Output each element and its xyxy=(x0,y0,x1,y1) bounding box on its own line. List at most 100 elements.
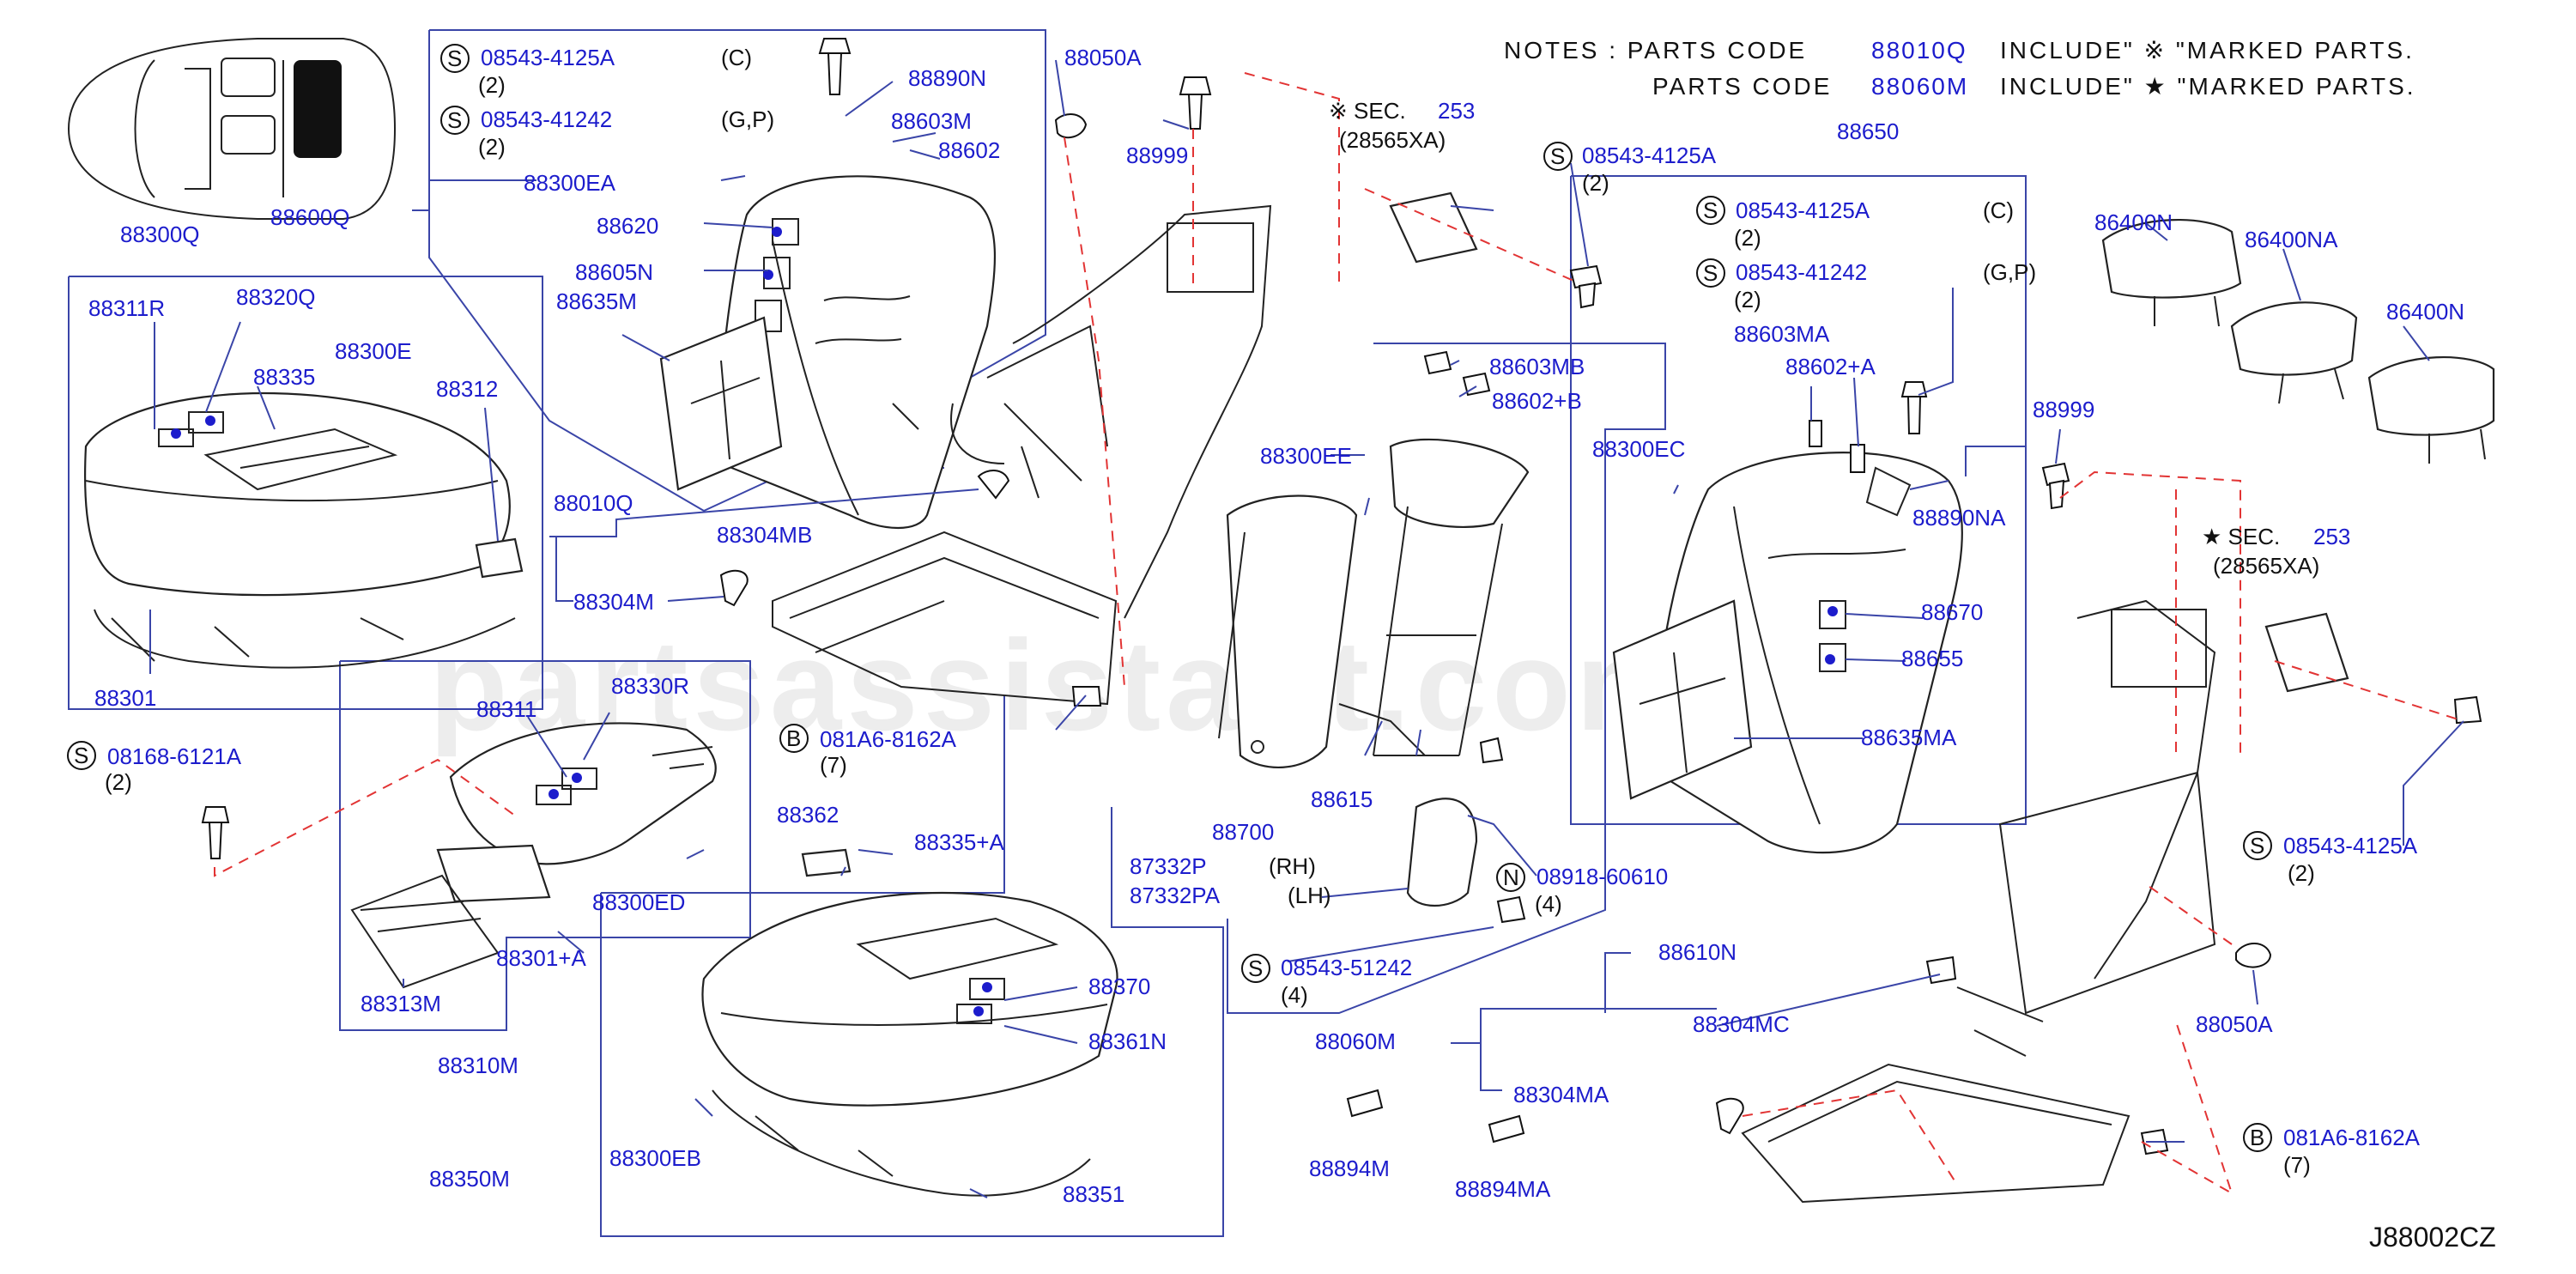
label-88300E: 88300E xyxy=(335,338,412,364)
label-08543-41242: 08543-41242 xyxy=(1736,259,1867,285)
label-sec-sub: (28565XA) xyxy=(2213,553,2319,579)
s-marker: S xyxy=(1703,260,1718,286)
label-sec: ★ SEC. xyxy=(2202,524,2280,549)
label-88304M: 88304M xyxy=(573,589,654,615)
label-88700: 88700 xyxy=(1212,819,1274,845)
assembly-lines xyxy=(214,72,2464,1196)
label-88300EA: 88300EA xyxy=(524,170,616,196)
label-variant: (G,P) xyxy=(721,106,774,132)
label-qty: (2) xyxy=(478,72,506,98)
label-88010Q: 88010Q xyxy=(554,490,633,516)
label-86400NA: 86400NA xyxy=(2245,227,2338,252)
label-88602: 88602 xyxy=(938,137,1000,163)
label-88370: 88370 xyxy=(1088,974,1150,999)
notes-line1-code: 88010Q xyxy=(1871,37,1967,64)
notes-line1-prefix: NOTES : PARTS CODE xyxy=(1504,37,1807,64)
label-88603MA: 88603MA xyxy=(1734,321,1830,347)
label-88300EC: 88300EC xyxy=(1592,436,1685,462)
label-081A6-8162A: 081A6-8162A xyxy=(2283,1125,2421,1150)
s-marker: S xyxy=(2250,833,2264,858)
label-87332PA: 87332PA xyxy=(1130,883,1221,908)
seat-frame-left xyxy=(772,204,1272,706)
seatback-cover-right xyxy=(1612,452,1963,854)
label-sec-num: 253 xyxy=(1438,98,1475,124)
label-88999: 88999 xyxy=(1126,143,1188,168)
label-88313M: 88313M xyxy=(361,991,441,1016)
label-88304MB: 88304MB xyxy=(717,522,812,548)
label-88350M: 88350M xyxy=(429,1166,510,1192)
label-variant: (G,P) xyxy=(1983,259,2036,285)
label-88999: 88999 xyxy=(2033,397,2094,422)
notes-line2-prefix: PARTS CODE xyxy=(1652,73,1832,100)
armrest-88700 xyxy=(1218,494,1358,768)
label-88304MC: 88304MC xyxy=(1693,1011,1790,1037)
label-08168-6121A: 08168-6121A xyxy=(107,743,242,769)
label-qty: (7) xyxy=(2283,1152,2311,1178)
leader-lines xyxy=(149,59,2464,1198)
seatback-cover-part xyxy=(659,175,997,529)
label-88894M: 88894M xyxy=(1309,1156,1390,1181)
label-08543-4125A: 08543-4125A xyxy=(481,45,615,70)
label-qty: (2) xyxy=(1734,287,1761,312)
control-modules xyxy=(1389,191,2349,693)
label-88890NA: 88890NA xyxy=(1912,505,2006,531)
label-88894MA: 88894MA xyxy=(1455,1176,1551,1202)
label-88335: 88335 xyxy=(253,364,315,390)
label-qty: (4) xyxy=(1281,982,1308,1008)
label-08543-51242: 08543-51242 xyxy=(1281,955,1412,980)
seat-cushion-88350M xyxy=(701,848,1118,1197)
label-88301A: 88301+A xyxy=(496,945,586,971)
seat-insert-88311 xyxy=(350,722,717,989)
s-marker: S xyxy=(1248,956,1263,981)
label-88310M: 88310M xyxy=(438,1053,518,1078)
label-88312: 88312 xyxy=(436,376,498,402)
s-marker: S xyxy=(447,46,462,71)
label-88635M: 88635M xyxy=(556,288,637,314)
car-topview-icon xyxy=(67,38,397,220)
n-marker: N xyxy=(1503,864,1519,890)
notes-line2-code: 88060M xyxy=(1871,73,1968,100)
label-88300EB: 88300EB xyxy=(609,1145,701,1171)
label-lh: (LH) xyxy=(1288,883,1331,908)
frame-88610N xyxy=(1338,438,1530,907)
notes-line1-suffix: INCLUDE" ※ "MARKED PARTS. xyxy=(2000,37,2415,64)
label-08918-60610: 08918-60610 xyxy=(1537,864,1668,889)
label-08543-4125A: 08543-4125A xyxy=(2283,833,2418,858)
label-88311: 88311 xyxy=(476,696,536,722)
label-08543-4125A: 08543-4125A xyxy=(1736,197,1870,223)
label-88655: 88655 xyxy=(1901,646,1963,671)
label-qty: (2) xyxy=(1734,225,1761,251)
notes-line2-suffix: INCLUDE" ★ "MARKED PARTS. xyxy=(2000,73,2416,100)
label-08543-4125A: 08543-4125A xyxy=(1582,143,1717,168)
label-08543-41242: 08543-41242 xyxy=(481,106,612,132)
label-88301: 88301 xyxy=(94,685,156,711)
markers: S S S B S N S S S S B xyxy=(67,44,2272,1152)
s-marker: S xyxy=(1703,197,1718,223)
label-88311R: 88311R xyxy=(88,295,165,321)
label-qty: (2) xyxy=(478,134,506,160)
s-marker: S xyxy=(74,743,88,768)
label-88300EE: 88300EE xyxy=(1260,443,1352,469)
label-86400N: 86400N xyxy=(2386,299,2464,325)
label-sec: ※ SEC. xyxy=(1329,98,1406,124)
label-variant: (C) xyxy=(1983,197,2014,223)
label-variant: (C) xyxy=(721,45,752,70)
label-88600Q: 88600Q xyxy=(270,204,350,230)
label-88060M: 88060M xyxy=(1315,1028,1396,1054)
label-88615: 88615 xyxy=(1311,786,1373,812)
label-88050A: 88050A xyxy=(1064,45,1142,70)
label-88050A: 88050A xyxy=(2196,1011,2273,1037)
label-88610N: 88610N xyxy=(1658,939,1737,965)
label-sec-num: 253 xyxy=(2313,524,2350,549)
label-qty: (2) xyxy=(105,769,132,795)
label-88330R: 88330R xyxy=(611,673,689,699)
b-marker: B xyxy=(786,725,801,751)
b-marker: B xyxy=(2250,1125,2264,1150)
label-88635MA: 88635MA xyxy=(1861,725,1957,750)
seat-cushion-88300Q xyxy=(83,392,524,669)
label-88605N: 88605N xyxy=(575,259,653,285)
label-88890N: 88890N xyxy=(908,65,986,91)
label-88670: 88670 xyxy=(1921,599,1983,625)
label-qty: (2) xyxy=(1582,170,1609,196)
label-88361N: 88361N xyxy=(1088,1028,1167,1054)
